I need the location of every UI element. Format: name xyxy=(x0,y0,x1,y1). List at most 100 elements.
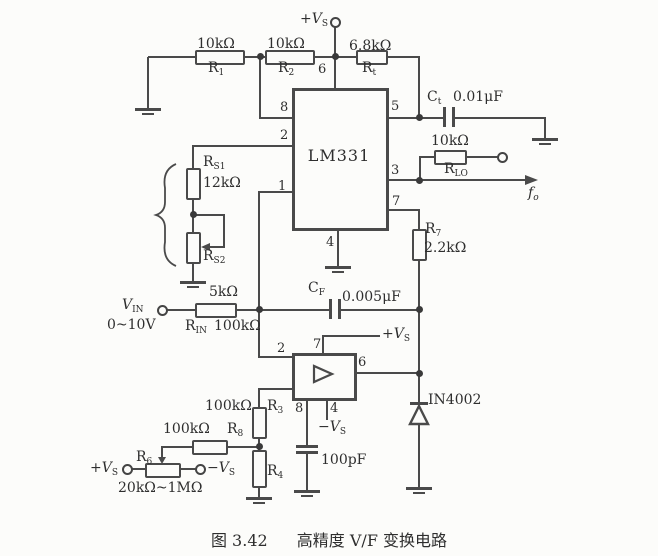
rt-label: Rt xyxy=(362,60,377,78)
resistor-r2 xyxy=(265,50,315,65)
r4-label: R4 xyxy=(267,463,284,481)
wire xyxy=(467,156,498,158)
wire xyxy=(306,398,308,445)
fo-label: fo xyxy=(528,185,539,203)
cf-label: CF xyxy=(308,280,325,298)
wire xyxy=(326,398,328,420)
wire xyxy=(322,335,324,353)
wire xyxy=(418,311,420,375)
wire xyxy=(192,145,194,169)
wire xyxy=(419,156,434,158)
ic-pin-6: 6 xyxy=(318,62,327,77)
vin-label: VIN xyxy=(122,297,144,315)
wire xyxy=(192,263,194,283)
ct-label: Ct xyxy=(427,89,442,107)
ic-pin-8: 8 xyxy=(280,100,289,115)
r8-value: 100kΩ xyxy=(163,421,210,437)
junction-dot xyxy=(416,306,423,313)
junction-dot xyxy=(256,443,263,450)
capacitor-100pf xyxy=(296,445,318,448)
junction-dot xyxy=(332,53,339,60)
resistor-rs1 xyxy=(186,168,201,200)
opamp-pin-4: 4 xyxy=(330,401,339,416)
ground-icon xyxy=(532,138,558,146)
junction-dot xyxy=(190,211,197,218)
opamp-pin-8: 8 xyxy=(295,401,304,416)
rlo-label: RLO xyxy=(444,161,468,179)
ic-pin-5: 5 xyxy=(391,99,400,114)
wire xyxy=(161,446,163,458)
figure-title: 高精度 V/F 变换电路 xyxy=(296,531,448,550)
rlo-value: 10kΩ xyxy=(431,133,469,149)
wire xyxy=(237,309,329,311)
r3-label: R3 xyxy=(267,398,284,416)
resistor-r7 xyxy=(412,229,427,261)
wire xyxy=(340,309,419,311)
fo-arrow-icon xyxy=(525,175,538,185)
brace-icon xyxy=(153,163,177,267)
wire xyxy=(306,454,308,492)
junction-dot xyxy=(416,370,423,377)
diode-label: IN4002 xyxy=(428,392,482,408)
wire xyxy=(203,246,225,248)
vs-top-label: +VS xyxy=(300,11,329,29)
diode-icon xyxy=(408,403,430,426)
vin-range: 0~10V xyxy=(107,317,156,333)
vs-minus-bottom-label: −VS xyxy=(207,460,236,478)
terminal-vs-minus-bottom xyxy=(195,464,206,475)
rin-label: RIN xyxy=(185,318,207,336)
resistor-rt xyxy=(356,50,388,65)
ground-icon xyxy=(325,266,351,274)
wire xyxy=(259,57,261,119)
ic-label: LM331 xyxy=(307,146,371,165)
opamp-pin-6: 6 xyxy=(358,355,367,370)
wire xyxy=(258,191,260,311)
capacitor-ct xyxy=(452,107,455,127)
opamp-triangle-icon xyxy=(312,364,335,384)
figure-number: 图 3.42 xyxy=(210,531,268,550)
junction-dot xyxy=(257,53,264,60)
wire xyxy=(258,356,292,358)
capacitor-ct xyxy=(443,107,446,127)
r8-label: R8 xyxy=(227,421,244,439)
wire xyxy=(419,156,421,181)
wire xyxy=(192,145,292,147)
ic-lm331 xyxy=(292,88,389,231)
terminal-vin xyxy=(157,305,168,316)
wire xyxy=(354,372,419,374)
r3-value: 100kΩ xyxy=(205,398,252,414)
capacitor-100pf xyxy=(296,451,318,454)
wire xyxy=(388,56,420,58)
wire xyxy=(455,117,546,119)
opamp-pin-7: 7 xyxy=(313,337,322,352)
wire xyxy=(228,446,260,448)
rs1-label: RS1 xyxy=(203,154,226,172)
ground-icon xyxy=(294,490,320,498)
r1-value: 10kΩ xyxy=(197,36,235,52)
ic-pin-7: 7 xyxy=(392,194,401,209)
r6-range: 20kΩ~1MΩ xyxy=(118,480,203,496)
wire xyxy=(259,191,292,193)
wire xyxy=(161,446,192,448)
wire xyxy=(322,335,380,337)
wire xyxy=(258,310,260,357)
wire xyxy=(544,117,546,139)
wire xyxy=(258,487,260,499)
vs-neg-opamp-label: −VS xyxy=(318,419,347,437)
ground-icon xyxy=(180,281,206,289)
wire xyxy=(259,117,292,119)
terminal-rlo-out xyxy=(497,152,508,163)
r6-label: R6 xyxy=(136,449,153,467)
r2-value: 10kΩ xyxy=(267,36,305,52)
r7-value: 2.2kΩ xyxy=(424,240,467,256)
r6-wiper-arrow-icon xyxy=(158,457,166,464)
ct-value: 0.01μF xyxy=(453,89,503,105)
ground-icon xyxy=(406,487,432,495)
rin-value: 100kΩ xyxy=(214,318,261,334)
wire xyxy=(258,388,292,390)
c100-value: 100pF xyxy=(321,452,367,468)
junction-dot xyxy=(416,114,423,121)
figure-caption: 图 3.42 高精度 V/F 变换电路 xyxy=(0,527,658,551)
wire xyxy=(148,56,196,58)
